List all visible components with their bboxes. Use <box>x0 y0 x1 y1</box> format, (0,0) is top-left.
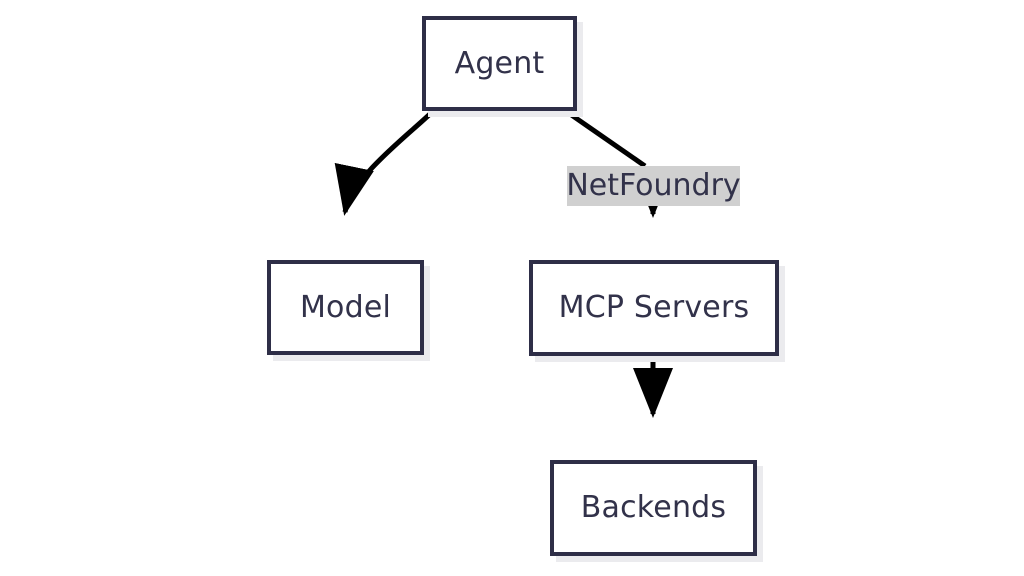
edge-label-netfoundry: NetFoundry <box>566 166 741 206</box>
node-model[interactable]: Model <box>267 260 424 355</box>
node-backends[interactable]: Backends <box>550 460 757 556</box>
node-mcp-servers[interactable]: MCP Servers <box>529 260 779 356</box>
node-model-label: Model <box>299 289 392 325</box>
node-agent-label: Agent <box>454 45 545 81</box>
edge-label-netfoundry-text: NetFoundry <box>566 168 741 203</box>
node-agent[interactable]: Agent <box>422 16 577 111</box>
node-mcp-servers-label: MCP Servers <box>558 290 750 325</box>
edge-agent-to-model <box>334 112 432 216</box>
node-backends-label: Backends <box>580 490 727 525</box>
edge-agent-to-mcp-upper <box>568 111 647 169</box>
